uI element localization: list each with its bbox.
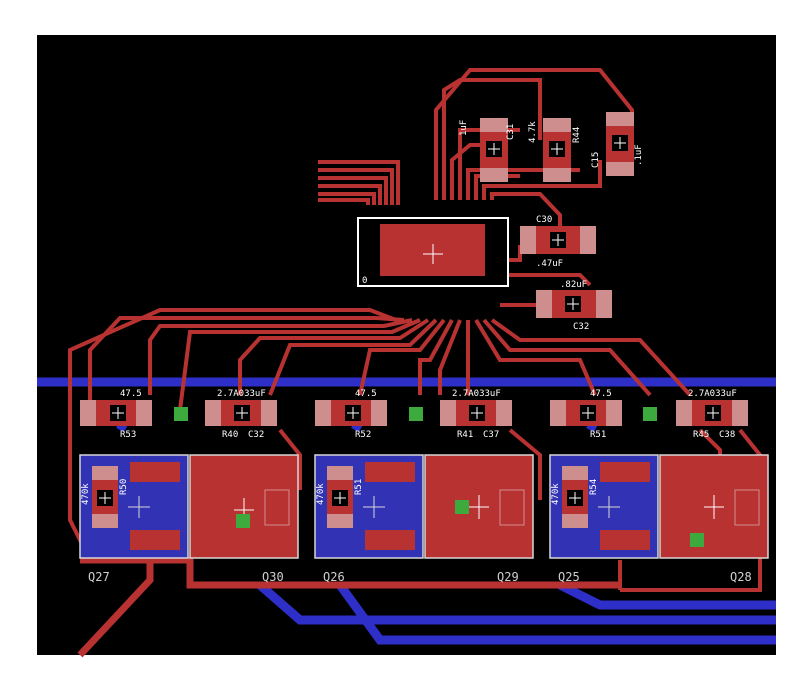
ic-pin1-marker: 0 <box>362 276 367 286</box>
ch2-resistor[interactable]: 47.5 R52 <box>315 389 387 440</box>
ch1-rp-name: R40 <box>222 430 238 440</box>
ch2-resistor-name: R52 <box>355 430 371 440</box>
ch1-gate-resistor-name: R50 <box>119 479 129 495</box>
cap-c15-name: C15 <box>591 152 601 168</box>
ch2-gate-resistor[interactable]: 470k R51 <box>316 466 364 528</box>
cap-c32-top[interactable]: .82uF C32 <box>536 280 612 332</box>
ch3-capacitor[interactable]: 2.7A033uF R45 C38 <box>676 389 748 440</box>
ch2-gate-resistor-value: 470k <box>316 483 326 505</box>
ch2-capacitor-value: 2.7A033uF <box>452 389 501 399</box>
ch3-q-right: Q28 <box>730 570 752 584</box>
channel-3: 47.5 R51 2.7A033uF R45 C38 470k R5 <box>549 389 769 584</box>
cap-c32-top-value: .82uF <box>560 280 587 290</box>
ch2-via[interactable] <box>409 407 423 421</box>
cap-c30[interactable]: C30 .47uF <box>520 215 596 269</box>
ch3-resistor-name: R51 <box>590 430 606 440</box>
bottom-layer-traces <box>37 377 776 645</box>
ch2-capacitor[interactable]: 2.7A033uF R41 C37 <box>440 389 512 440</box>
ch1-gate-resistor[interactable]: 470k R50 <box>81 466 129 528</box>
cap-c32-top-name: C32 <box>573 322 589 332</box>
ic-origin-cross <box>423 244 443 264</box>
cap-c30-value: .47uF <box>536 259 563 269</box>
ch2-gate-resistor-name: R51 <box>354 479 364 495</box>
ch3-capacitor-value: 2.7A033uF <box>688 389 737 399</box>
ch3-q-left: Q25 <box>558 570 580 584</box>
ch1-gate-resistor-value: 470k <box>81 483 91 505</box>
ch2-capacitor-name: C37 <box>483 430 499 440</box>
channel-1: 47.5 R53 2.7A033uF R40 C32 470k R5 <box>79 389 299 584</box>
channel-2: 47.5 R52 2.7A033uF R41 C37 470k R5 <box>314 389 534 584</box>
ch3-capacitor-name: C38 <box>719 430 735 440</box>
ch1-resistor[interactable]: 47.5 R53 <box>80 389 152 440</box>
top-layer-traces <box>68 68 762 658</box>
resistor-r44-name: R44 <box>572 127 582 143</box>
cap-c31-name: C31 <box>506 124 516 140</box>
cap-c15[interactable]: C15 .1uF <box>591 112 644 176</box>
ch3-gate-resistor-value: 470k <box>551 483 561 505</box>
ch1-resistor-value: 47.5 <box>120 389 142 399</box>
ch1-capacitor[interactable]: 2.7A033uF R40 C32 <box>205 389 277 440</box>
cap-c30-name: C30 <box>536 215 552 225</box>
ch3-resistor-value: 47.5 <box>590 389 612 399</box>
ch1-capacitor-value: 2.7A033uF <box>217 389 266 399</box>
ch2-q-right: Q29 <box>497 570 519 584</box>
ch3-via[interactable] <box>643 407 657 421</box>
ch3-gate-resistor[interactable]: 470k R54 <box>551 466 599 528</box>
ch1-q-right: Q30 <box>262 570 284 584</box>
ch1-q-left: Q27 <box>88 570 110 584</box>
ic-chip[interactable]: 0 <box>357 217 509 287</box>
ch3-rp-name: R45 <box>693 430 709 440</box>
resistor-r44[interactable]: 4.7k R44 <box>528 118 582 182</box>
ch2-resistor-value: 47.5 <box>355 389 377 399</box>
ch1-capacitor-name: C32 <box>248 430 264 440</box>
cap-c31[interactable]: 1uF C31 <box>459 118 516 182</box>
ch2-rp-name: R41 <box>457 430 473 440</box>
ch1-via[interactable] <box>174 407 188 421</box>
ch2-q-left: Q26 <box>323 570 345 584</box>
ch3-gate-resistor-name: R54 <box>589 479 599 495</box>
cap-c31-value: 1uF <box>459 120 469 136</box>
resistor-r44-value: 4.7k <box>528 121 538 143</box>
cap-c15-value: .1uF <box>634 144 644 166</box>
ch1-resistor-name: R53 <box>120 430 136 440</box>
ch3-resistor[interactable]: 47.5 R51 <box>550 389 622 440</box>
